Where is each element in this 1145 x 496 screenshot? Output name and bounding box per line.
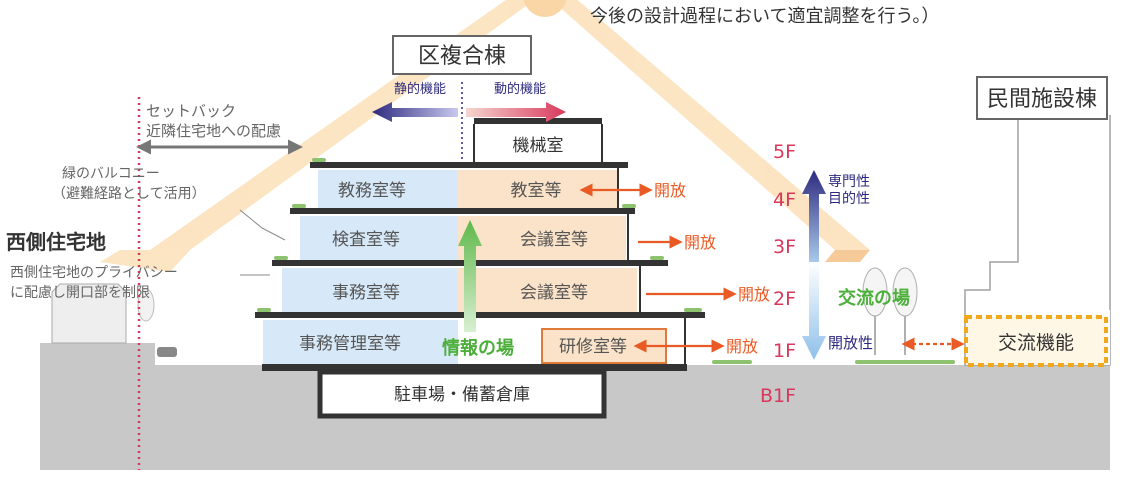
balcony-leader (239, 209, 286, 241)
open-label-4f: 開放 (654, 181, 686, 200)
building-title-box (392, 35, 532, 75)
room-office-affairs: 教務室等 (338, 181, 406, 201)
info-arrow (458, 220, 482, 332)
car-icon (157, 347, 177, 357)
exchange-function-box (964, 315, 1108, 367)
static-arrow (372, 102, 458, 122)
open-label-2f: 開放 (738, 285, 770, 304)
room-parking: 駐車場・備蓄倉庫 (394, 385, 530, 405)
room-classroom: 教室等 (511, 181, 562, 201)
floor-1f: 1F (773, 340, 796, 362)
privacy-sub: に配慮し開口部を制限 (10, 285, 150, 301)
specialty-label: 専門性 (828, 174, 870, 190)
purpose-label: 目的性 (828, 191, 870, 207)
floor-4f: 4F (773, 189, 796, 211)
open-label-1f: 開放 (726, 337, 758, 356)
private-building-title: 民間施設棟 (987, 87, 1097, 112)
floor-2f: 2F (773, 288, 796, 310)
info-place-label: 情報の場 (442, 337, 514, 359)
privacy-label: 西側住宅地のプライバシー (10, 265, 178, 281)
setback-label: セットバック (146, 102, 236, 120)
top-note: 今後の設計過程において適宜調整を行う。） (590, 6, 939, 27)
room-meeting-3f: 会議室等 (520, 230, 588, 250)
tree-icon (137, 288, 155, 322)
exchange-place-label: 交流の場 (838, 287, 910, 309)
room-machine: 機械室 (513, 136, 564, 156)
dynamic-label: 動的機能 (494, 81, 546, 97)
building-title: 区複合棟 (418, 44, 506, 69)
openness-label: 開放性 (828, 334, 873, 352)
floor-3f: 3F (773, 236, 796, 258)
neighbor-house (51, 283, 127, 344)
room-meeting-2f: 会議室等 (520, 283, 588, 303)
floor-b1f: B1F (760, 385, 796, 407)
room-admin: 事務管理室等 (299, 334, 401, 354)
private-building-box (976, 76, 1108, 120)
openness-arrow (802, 262, 826, 360)
open-label-3f: 開放 (684, 233, 716, 252)
static-label: 静的機能 (394, 81, 446, 97)
balcony-label: 緑のバルコニー (62, 166, 160, 182)
balcony-sub: （避難経路として活用） (52, 186, 206, 202)
room-inspection: 検査室等 (332, 230, 400, 250)
building-section (255, 118, 955, 419)
specialty-arrow (802, 170, 826, 262)
room-training: 研修室等 (559, 337, 627, 357)
exchange-function-label: 交流機能 (998, 332, 1074, 354)
trees-right (862, 267, 918, 355)
dynamic-arrow (466, 102, 566, 122)
room-office: 事務室等 (332, 283, 400, 303)
setback-sub: 近隣住宅地への配慮 (146, 122, 281, 140)
west-residential-label: 西側住宅地 (6, 230, 106, 254)
floor-5f: 5F (773, 141, 796, 163)
